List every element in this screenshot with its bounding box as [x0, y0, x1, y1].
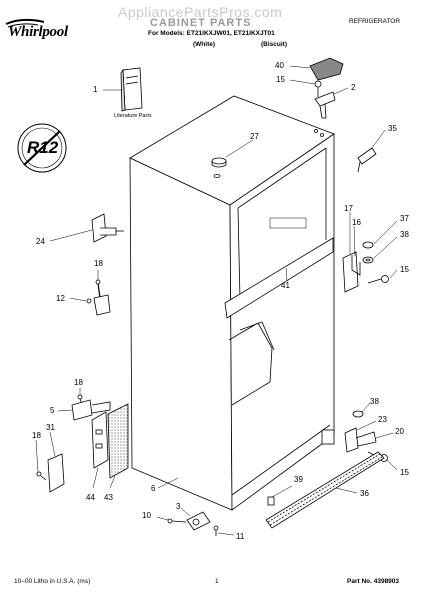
- callout-6: 6: [151, 484, 156, 493]
- callout-35: 35: [388, 124, 397, 133]
- callout-36: 36: [360, 489, 369, 498]
- screw-15-top: [314, 80, 322, 97]
- footer-litho: 10–00 Litho in U.S.A. (ms): [14, 578, 91, 585]
- callout-27: 27: [250, 132, 259, 141]
- callout-3: 3: [176, 502, 181, 511]
- part-27-plug: [211, 157, 227, 168]
- callout-11: 11: [236, 532, 245, 541]
- callout-15: 15: [276, 75, 285, 84]
- color-white-label: (White): [193, 41, 216, 48]
- callout-39: 39: [294, 475, 303, 484]
- callout-18: 18: [32, 431, 41, 440]
- callout-16: 16: [352, 218, 361, 227]
- callout-10: 10: [142, 511, 151, 520]
- callout-20: 20: [395, 427, 404, 436]
- category-label: REFRIGERATOR: [349, 18, 401, 25]
- callout-5: 5: [50, 406, 55, 415]
- callout-37: 37: [400, 214, 409, 223]
- part-36-grille: [265, 451, 385, 529]
- color-biscuit-label: (Biscuit): [261, 41, 287, 48]
- brand-name: Whirlpool: [8, 24, 68, 40]
- literature-booklet: [120, 67, 143, 112]
- callout-23: 23: [378, 415, 387, 424]
- callout-15: 15: [400, 265, 409, 274]
- models-line: For Models: ET21IKXJW01, ET21IKXJT01: [148, 30, 275, 37]
- callout-24: 24: [36, 237, 45, 246]
- callout-18: 18: [74, 378, 83, 387]
- callout-43: 43: [104, 493, 113, 502]
- r12-badge: [17, 123, 67, 173]
- footer-page-number: 1: [215, 578, 219, 585]
- callout-31: 31: [46, 423, 55, 432]
- callout-12: 12: [56, 294, 65, 303]
- callout-40: 40: [275, 61, 284, 70]
- callout-17: 17: [344, 204, 353, 213]
- page-title: CABINET PARTS: [150, 17, 252, 29]
- callout-41: 41: [281, 281, 290, 290]
- whirlpool-logo: [4, 18, 66, 46]
- callout-38: 38: [400, 230, 409, 239]
- callout-2: 2: [351, 83, 356, 92]
- callout-15: 15: [400, 468, 409, 477]
- watermark: AppliancePartsPros.com: [118, 4, 283, 20]
- callout-38: 38: [370, 397, 379, 406]
- footer-part-number: Part No. 4398903: [347, 578, 400, 585]
- part-24: [91, 213, 124, 243]
- callout-1: 1: [93, 85, 98, 94]
- r12-badge-label: R12: [27, 138, 59, 157]
- callout-44: 44: [86, 493, 95, 502]
- literature-parts-label: Literature Parts: [114, 113, 152, 119]
- callout-18: 18: [94, 259, 103, 268]
